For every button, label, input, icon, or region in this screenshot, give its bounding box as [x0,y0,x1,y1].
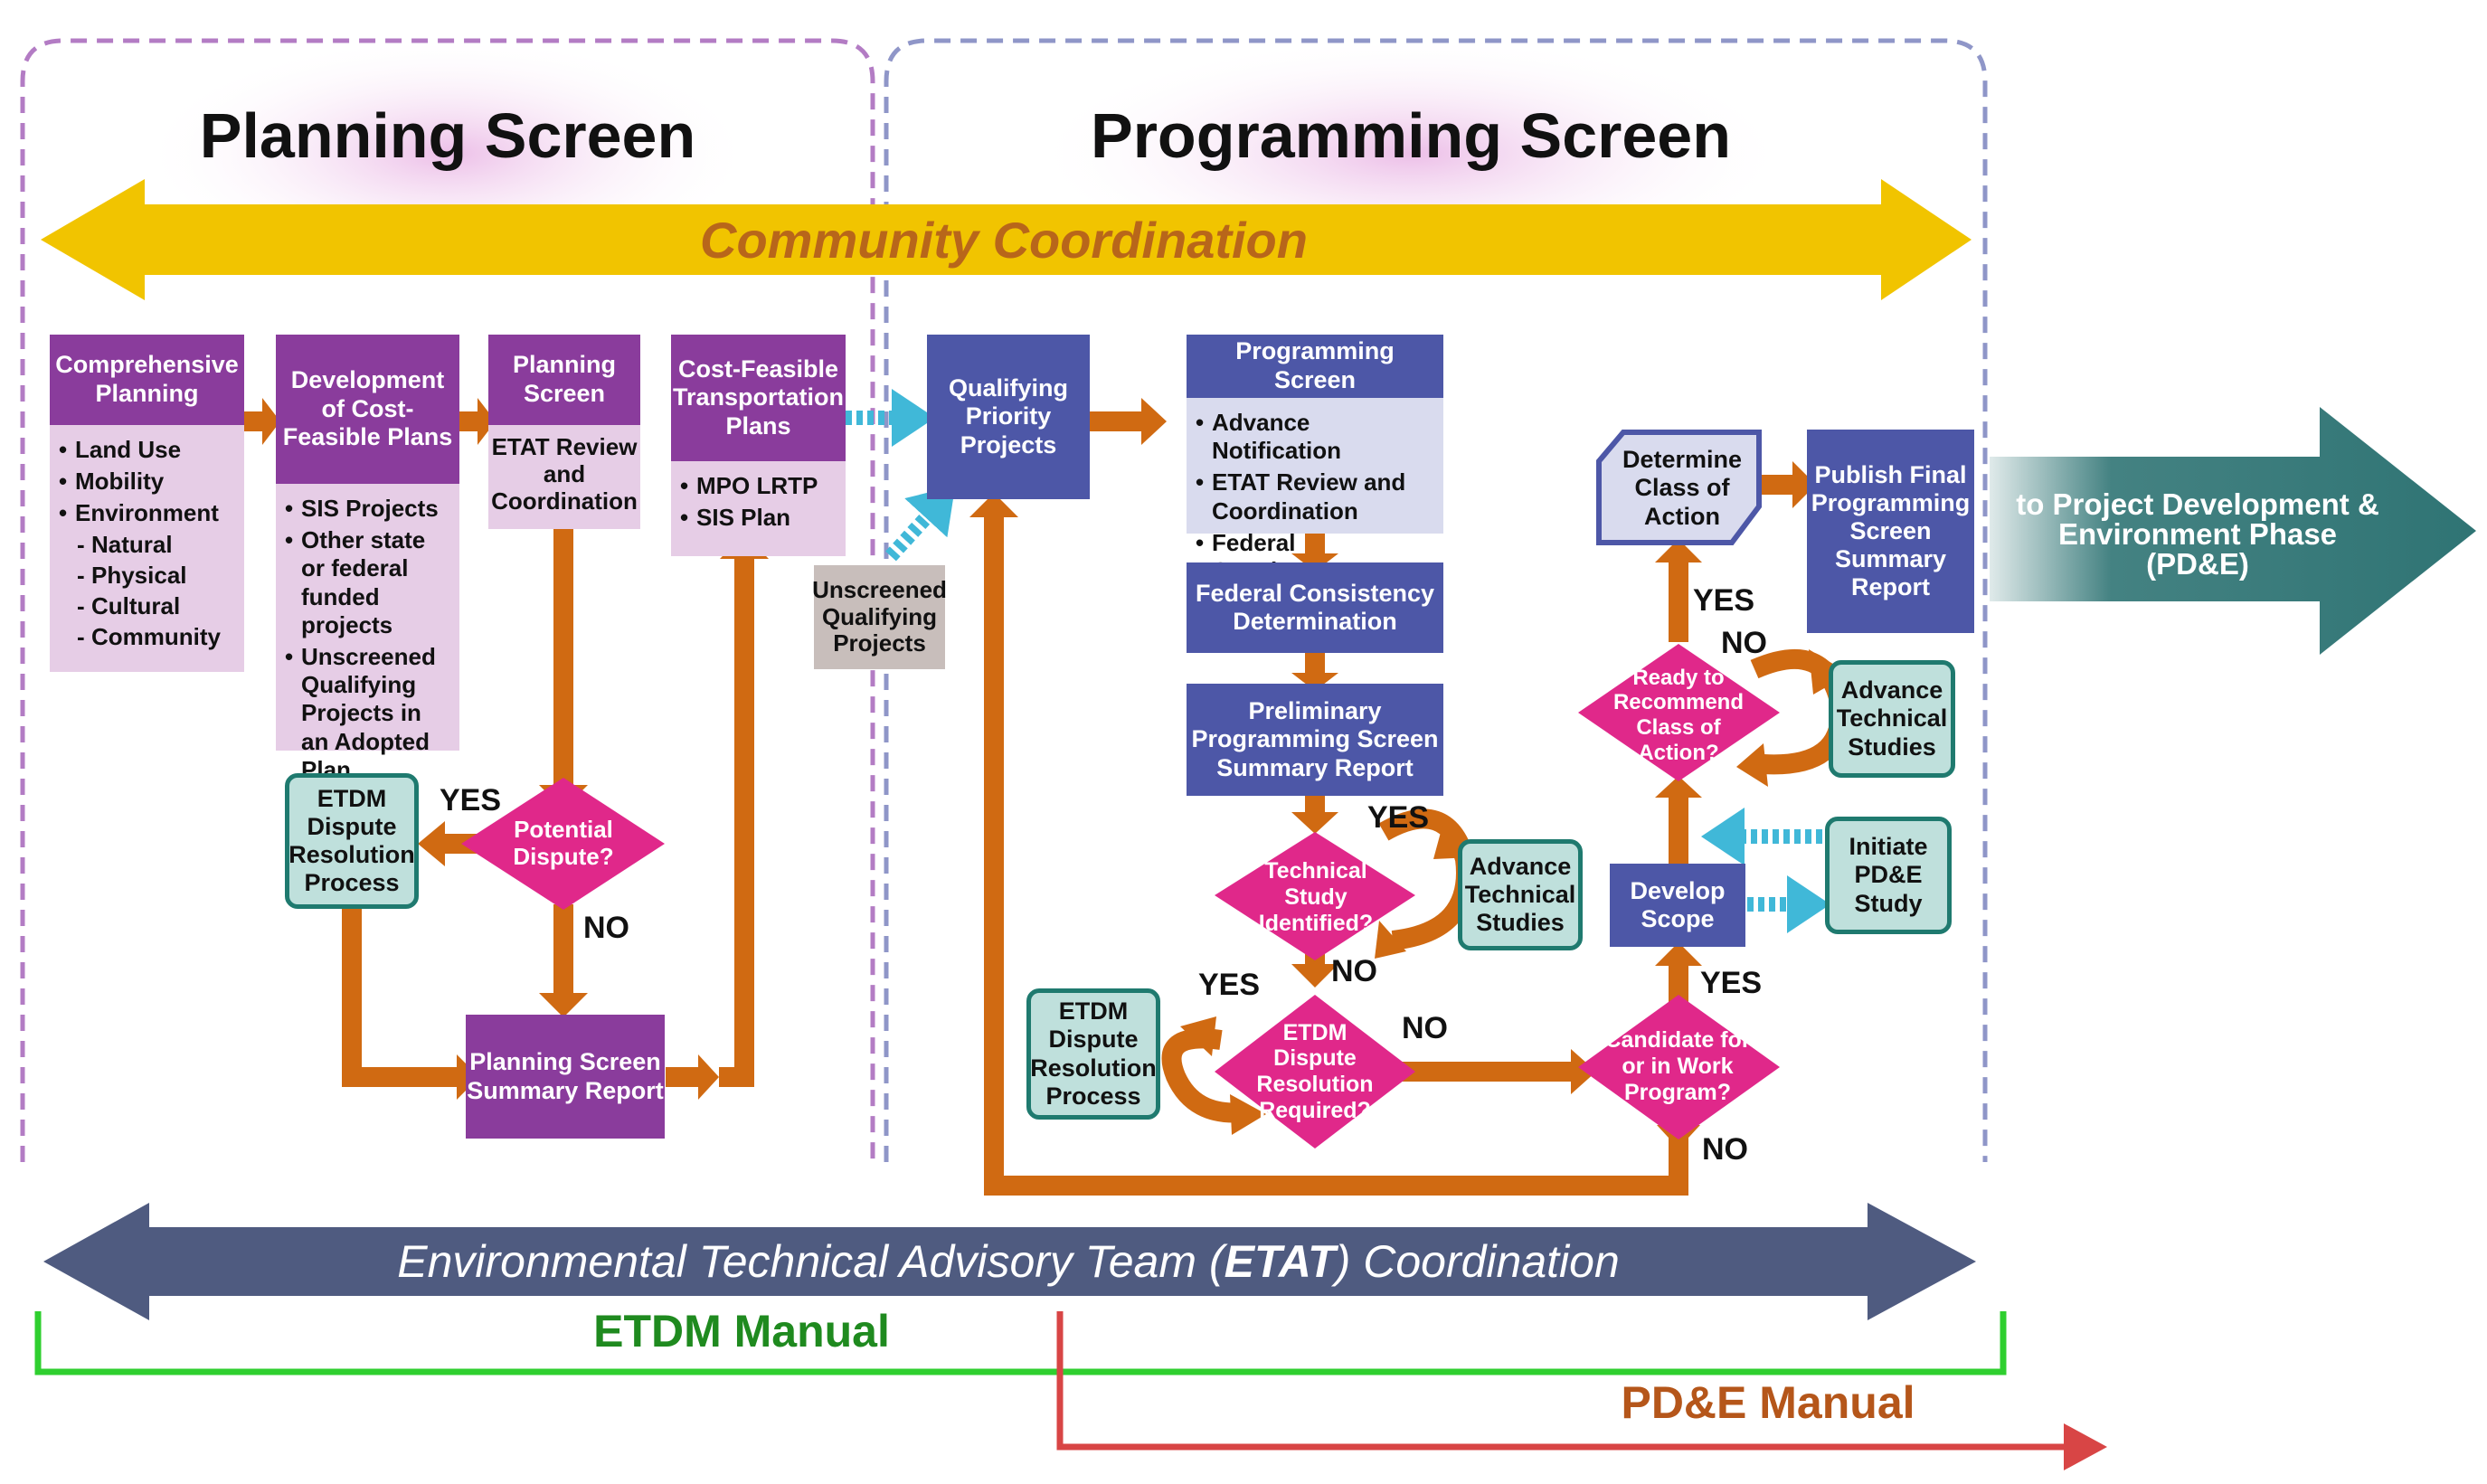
ready-diamond [1578,644,1780,781]
comprehensive-item-2: Environment Natural Physical Cultural Co… [59,499,237,651]
potential-dispute-diamond [461,778,665,910]
publish-final-box: Publish Final Programming Screen Summary… [1807,430,1974,633]
comprehensive-item-1: Mobility [59,468,237,496]
cost-feasible-plans-header: Cost-Feasible Transportation Plans [671,335,846,461]
decision-diamonds [461,644,1780,1148]
etat-label-prefix: Environmental Technical Advisory Team ( [397,1236,1225,1287]
comprehensive-planning-body: Land Use Mobility Environment Natural Ph… [50,425,244,672]
community-coordination-label: Community Coordination [700,211,1308,269]
planning-screen-outline [20,38,875,1162]
development-item-2: Unscreened Qualifying Projects in an Ado… [285,643,452,784]
etdm-manual-bracket [34,1311,2007,1375]
development-plans-body: SIS Projects Other state or federal fund… [276,484,459,783]
preliminary-summary-box: Preliminary Programming Screen Summary R… [1187,684,1443,796]
technical-study-label: Technical Study Identified? [1258,858,1374,936]
pde-manual-line [1056,1311,2073,1451]
programming-screen-title: Programming Screen [1091,100,1731,171]
programming-item-1: ETAT Review and Coordination [1196,468,1436,525]
development-plans-header: Development of Cost-Feasible Plans [276,335,459,484]
determine-class-shape [1596,430,1762,545]
development-item-0: SIS Projects [285,495,452,523]
dispute-no-label: NO [583,911,629,945]
etat-coordination-arrow [43,1203,1976,1320]
comprehensive-planning-header: Comprehensive Planning [50,335,244,425]
development-item-1: Other state or federal funded projects [285,526,452,639]
candidate-yes-label: YES [1700,966,1763,1000]
cost-feasible-plans-body: MPO LRTP SIS Plan [671,461,846,556]
etat-label-acronym: ETAT [1224,1236,1336,1287]
environment-sub-1: Physical [77,562,237,590]
community-coordination-arrow [41,179,1972,300]
cost-feasible-item-1: SIS Plan [680,504,838,532]
initiate-pde-study-box: Initiate PD&E Study [1825,817,1952,934]
planning-summary-report-box: Planning Screen Summary Report [466,1015,665,1139]
advance-technical-studies-box-2: Advance Technical Studies [1829,660,1955,778]
candidate-diamond [1578,995,1780,1139]
federal-consistency-box: Federal Consistency Determination [1187,562,1443,653]
dispute-yes-label: YES [440,783,502,818]
tech-study-no-label: NO [1331,954,1377,988]
etdm-dispute-resolution-box-programming: ETDM Dispute Resolution Process [1026,988,1160,1120]
candidate-no-label: NO [1702,1132,1748,1167]
cyan-dashed-arrows [846,389,1830,933]
ready-yes-label: YES [1693,583,1755,618]
loop-arrowheads [1180,649,1849,1135]
qualifying-priority-box: Qualifying Priority Projects [927,335,1090,499]
etdm-required-no-label: NO [1402,1011,1448,1045]
etdm-required-label: ETDM Dispute Resolution Required? [1256,1019,1374,1123]
pde-manual-arrowhead [2064,1423,2107,1470]
cost-feasible-item-0: MPO LRTP [680,472,838,500]
to-pde-arrow [1990,407,2476,655]
programming-screen-box-header: Programming Screen [1187,335,1443,398]
etdm-manual-label: ETDM Manual [593,1306,890,1356]
environment-sub-2: Cultural [77,592,237,620]
planning-screen-title: Planning Screen [199,100,696,171]
determine-class-label: Determine Class of Action [1622,446,1743,530]
etdm-required-diamond [1215,995,1415,1148]
tech-study-yes-label: YES [1367,800,1430,835]
develop-scope-box: Develop Scope [1610,864,1745,947]
pde-manual-label: PD&E Manual [1621,1377,1915,1428]
etat-label-suffix: ) Coordination [1335,1236,1620,1287]
unscreened-qualifying-box: Unscreened Qualifying Projects [812,565,947,669]
candidate-label: Candidate for or in Work Program? [1604,1027,1751,1105]
planning-screen-box-body: ETAT Review and Coordination [488,425,640,529]
potential-dispute-label: Potential Dispute? [513,816,614,870]
advance-technical-studies-box-1: Advance Technical Studies [1458,839,1583,950]
programming-screen-box-body: Advance Notification ETAT Review and Coo… [1187,398,1443,584]
environment-sub-0: Natural [77,531,237,559]
etdm-required-loop [1161,1028,1244,1123]
ready-no-label: NO [1721,626,1767,660]
technical-study-diamond [1215,832,1415,960]
programming-screen-outline [884,38,1988,1162]
planning-screen-box-header: Planning Screen [488,335,640,425]
etdm-dispute-resolution-box-planning: ETDM Dispute Resolution Process [285,773,419,909]
etdm-required-yes-label: YES [1198,968,1261,1002]
comprehensive-item-0: Land Use [59,436,237,464]
planning-flow-arrows [244,398,1816,1196]
to-pde-label: to Project Development & Environment Pha… [2016,487,2379,581]
ready-recommend-label: Ready to Recommend Class of Action? [1612,665,1745,765]
programming-item-0: Advance Notification [1196,409,1436,465]
environment-sub-3: Community [77,623,237,651]
tech-study-loop [1378,808,1476,950]
etat-coordination-label: Environmental Technical Advisory Team (E… [149,1227,1868,1296]
